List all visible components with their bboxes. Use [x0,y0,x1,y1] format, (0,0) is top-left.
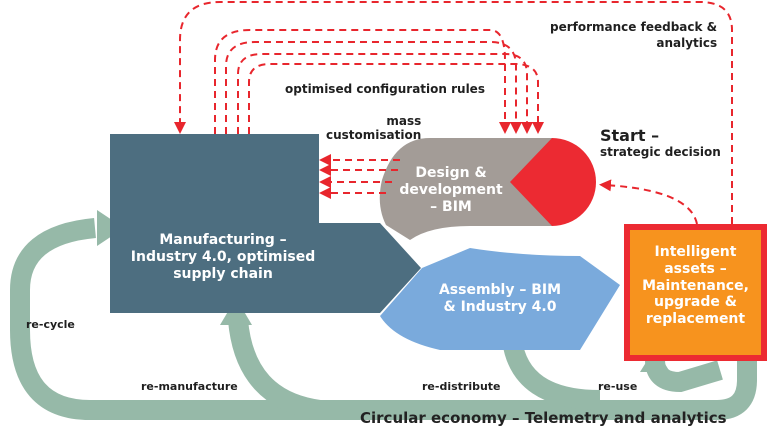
design-line1: Design & [415,165,487,181]
mass-customisation-line2: customisation [326,128,422,143]
optimised-config-label: optimised configuration rules [285,82,485,96]
assets-line1: Intelligent [654,244,737,260]
design-line3: – BIM [430,198,472,215]
re-use-label: re-use [598,380,638,393]
design-text: Design & development – BIM [388,165,514,215]
re-cycle-arrow [9,218,757,420]
manufacturing-line1: Manufacturing – [159,232,287,248]
manufacturing-text: Manufacturing – Industry 4.0, optimised … [118,232,328,282]
manufacturing-line3: supply chain [173,265,273,282]
assembly-text: Assembly – BIM & Industry 4.0 [425,282,575,316]
assets-line5: replacement [645,311,746,328]
performance-feedback-label: performance feedback & analytics [550,20,717,51]
performance-feedback-line1: performance feedback & [550,20,718,34]
re-distribute-label: re-distribute [422,380,501,393]
circular-economy-label: Circular economy – Telemetry and analyti… [360,409,727,427]
intelligent-assets-box [624,224,767,361]
re-distribute-arrow [502,338,601,410]
assets-line3: Maintenance, [642,277,749,294]
start-title: Start – [600,126,660,145]
re-manufacture-arrow [228,318,322,420]
re-cycle-label: re-cycle [26,318,75,331]
performance-feedback-line2: analytics [656,35,718,50]
assets-line4: upgrade & [654,294,737,311]
design-box [379,138,552,240]
manufacturing-box [110,134,421,313]
manufacturing-line2: Industry 4.0, optimised [130,248,316,265]
assets-line2: assets – [664,260,727,277]
start-shape [510,138,596,226]
assets-to-start-line [599,179,698,225]
start-subtitle: strategic decision [600,145,721,159]
mass-customisation-label: mass customisation [326,114,421,143]
feedback-lines [174,0,733,225]
design-line2: development [399,181,503,198]
performance-feedback-line [174,0,733,224]
assembly-line2: & Industry 4.0 [443,298,557,315]
mass-customisation-line1: mass [386,114,422,128]
assembly-line1: Assembly – BIM [438,282,562,298]
assets-text: Intelligent assets – Maintenance, upgrad… [630,244,761,328]
assembly-box [380,248,620,350]
re-manufacture-label: re-manufacture [141,380,238,393]
